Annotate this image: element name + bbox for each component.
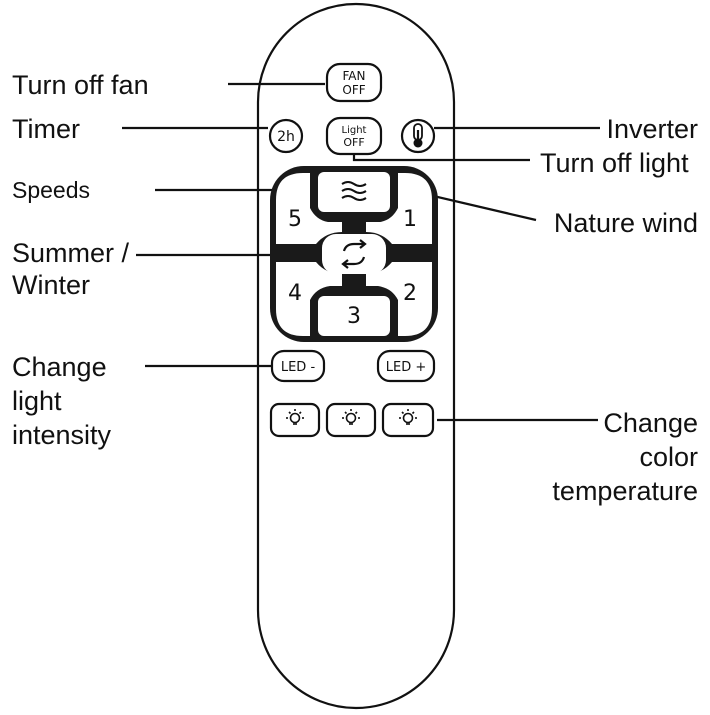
timer-2h-button[interactable]: 2h [268, 118, 304, 154]
lightbulb-icon [399, 409, 417, 425]
swap-arrows-icon [341, 239, 367, 269]
speed-2-button[interactable]: 2 [366, 262, 432, 336]
lightbulb-icon [342, 409, 360, 425]
color-temp-warm-button[interactable] [269, 402, 321, 438]
label-nature-wind: Nature wind [554, 208, 698, 238]
label-summer-winter-line2: Winter [12, 270, 90, 300]
svg-text:2h: 2h [277, 129, 295, 145]
speed-3-button[interactable]: 3 [318, 296, 390, 336]
svg-text:1: 1 [403, 207, 417, 232]
fan-off-button[interactable]: FAN OFF [325, 62, 383, 103]
svg-text:OFF: OFF [342, 83, 365, 97]
svg-text:4: 4 [288, 281, 302, 306]
label-inverter: Inverter [606, 114, 698, 144]
label-turn-off-light: Turn off light [540, 148, 689, 178]
label-change-intensity-line1: Change [12, 352, 107, 382]
lightbulb-icon [286, 409, 304, 425]
light-off-button[interactable]: Light OFF [325, 116, 383, 156]
svg-text:FAN: FAN [343, 69, 366, 83]
label-change-intensity-line3: intensity [12, 420, 112, 450]
svg-text:LED +: LED + [386, 360, 427, 375]
svg-text:Light: Light [342, 125, 367, 136]
label-change-color-line2: color [639, 442, 698, 472]
led-plus-button[interactable]: LED + [376, 349, 436, 383]
color-temp-cool-button[interactable] [381, 402, 435, 438]
label-speeds: Speeds [12, 177, 90, 203]
nature-wind-button[interactable] [318, 172, 390, 212]
svg-text:LED -: LED - [281, 360, 316, 375]
thermometer-icon [413, 123, 423, 148]
svg-text:3: 3 [347, 304, 361, 329]
led-minus-button[interactable]: LED - [270, 349, 326, 383]
summer-winter-button[interactable] [322, 234, 386, 274]
speed-4-button[interactable]: 4 [276, 262, 342, 336]
label-change-color-line1: Change [603, 408, 698, 438]
label-change-intensity-line2: light [12, 386, 62, 416]
speed-5-button[interactable]: 5 [276, 173, 342, 244]
wind-waves-icon [341, 181, 367, 201]
inverter-button[interactable] [400, 118, 436, 154]
svg-text:OFF: OFF [343, 136, 364, 149]
svg-text:5: 5 [288, 207, 302, 232]
color-temp-neutral-button[interactable] [325, 402, 377, 438]
svg-text:2: 2 [403, 281, 417, 306]
label-timer: Timer [12, 114, 80, 144]
speed-cluster: 5 1 4 2 3 [270, 166, 438, 342]
label-change-color-line3: temperature [552, 476, 698, 506]
label-turn-off-fan: Turn off fan [12, 70, 149, 100]
label-summer-winter-line1: Summer / [12, 238, 130, 268]
speed-1-button[interactable]: 1 [366, 173, 432, 244]
